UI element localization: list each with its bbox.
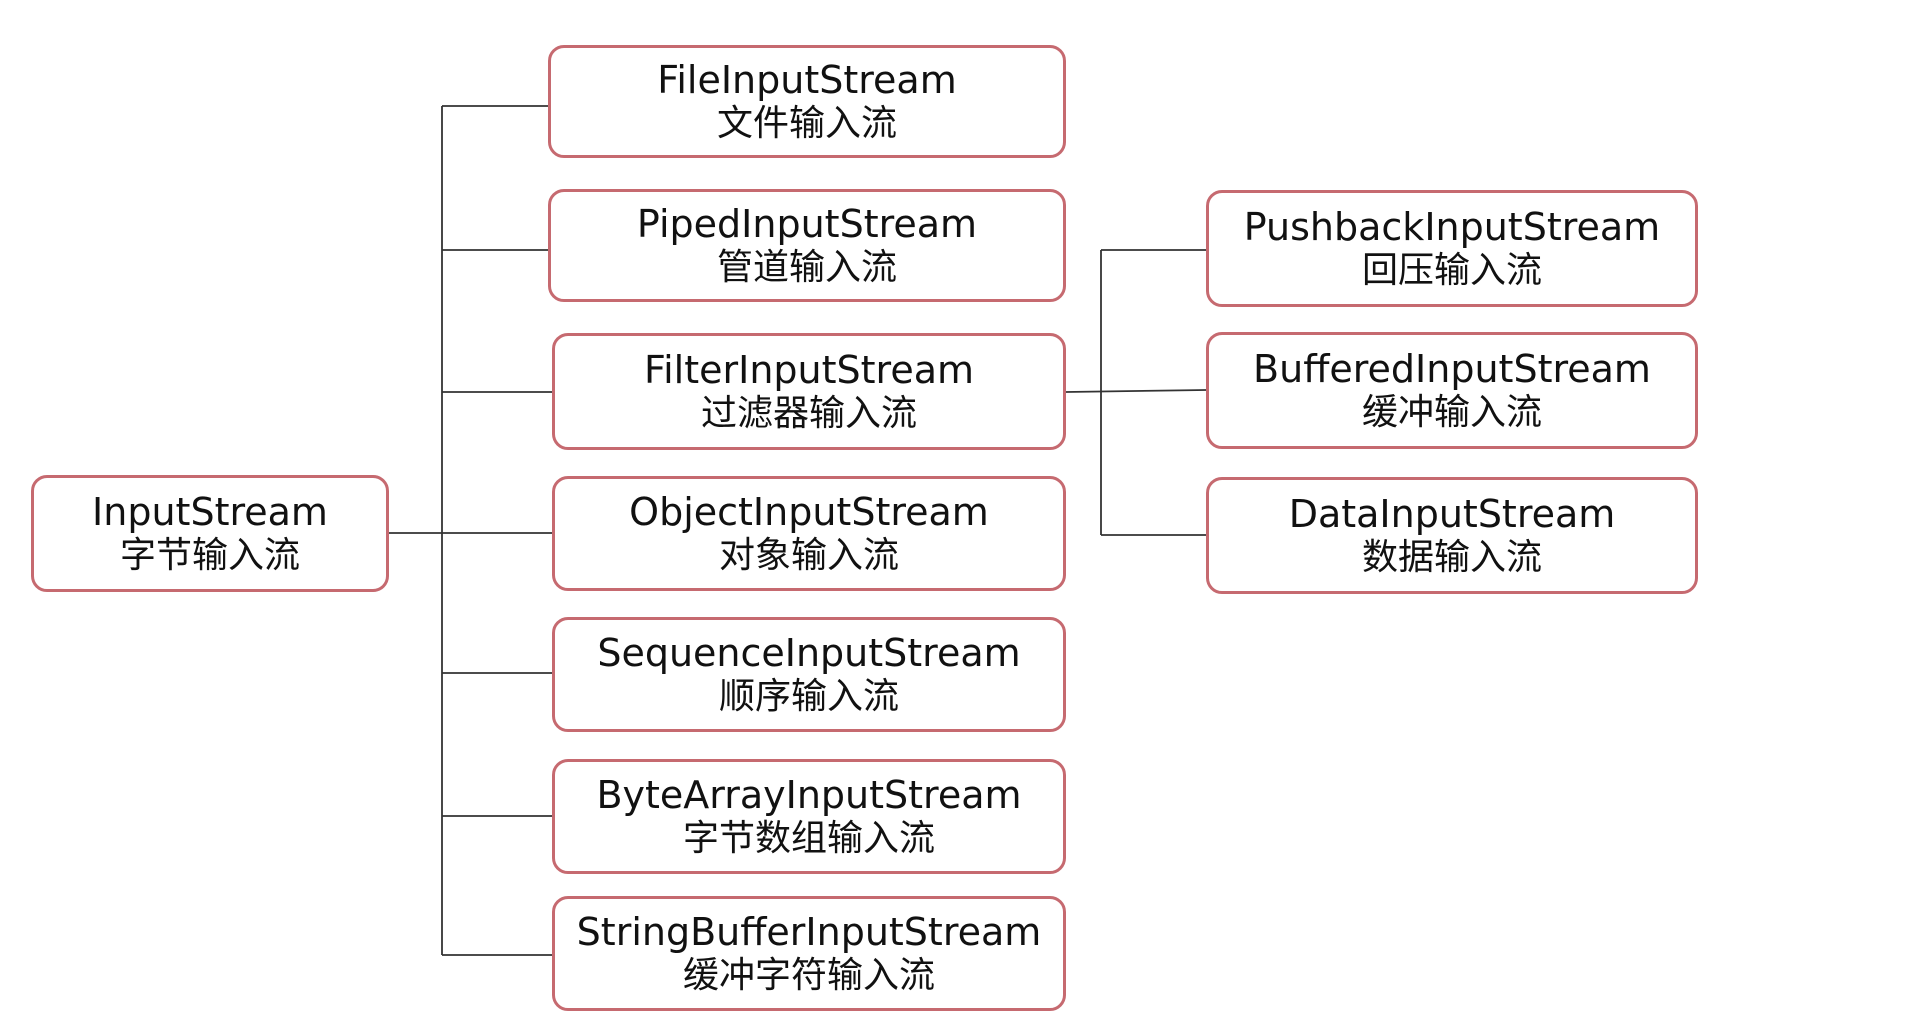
connector-filter-subtrunk bbox=[1065, 389, 1207, 393]
node-pushbackinputstream: PushbackInputStream 回压输入流 bbox=[1206, 190, 1698, 307]
node-bufferedinputstream-desc: 缓冲输入流 bbox=[1361, 391, 1542, 433]
node-bytearrayinputstream-desc: 字节数组输入流 bbox=[682, 817, 935, 859]
node-pushbackinputstream-name: PushbackInputStream bbox=[1243, 204, 1661, 249]
node-stringbufferinputstream-name: StringBufferInputStream bbox=[576, 909, 1042, 954]
node-datainputstream: DataInputStream 数据输入流 bbox=[1206, 477, 1698, 594]
node-datainputstream-name: DataInputStream bbox=[1288, 491, 1616, 536]
node-bufferedinputstream: BufferedInputStream 缓冲输入流 bbox=[1206, 332, 1698, 449]
node-inputstream-name: InputStream bbox=[92, 489, 328, 534]
node-stringbufferinputstream: StringBufferInputStream 缓冲字符输入流 bbox=[552, 896, 1066, 1011]
node-fileinputstream-name: FileInputStream bbox=[657, 57, 957, 102]
node-filterinputstream: FilterInputStream 过滤器输入流 bbox=[552, 333, 1066, 450]
node-sequenceinputstream-desc: 顺序输入流 bbox=[718, 675, 899, 717]
node-fileinputstream-desc: 文件输入流 bbox=[716, 102, 897, 144]
node-datainputstream-desc: 数据输入流 bbox=[1361, 536, 1542, 578]
node-objectinputstream: ObjectInputStream 对象输入流 bbox=[552, 476, 1066, 591]
node-filterinputstream-desc: 过滤器输入流 bbox=[700, 392, 917, 434]
node-inputstream: InputStream 字节输入流 bbox=[31, 475, 389, 592]
node-filterinputstream-name: FilterInputStream bbox=[644, 347, 974, 392]
node-inputstream-desc: 字节输入流 bbox=[119, 534, 300, 576]
node-objectinputstream-name: ObjectInputStream bbox=[629, 489, 989, 534]
node-bytearrayinputstream: ByteArrayInputStream 字节数组输入流 bbox=[552, 759, 1066, 874]
node-bufferedinputstream-name: BufferedInputStream bbox=[1253, 346, 1651, 391]
node-stringbufferinputstream-desc: 缓冲字符输入流 bbox=[682, 954, 935, 996]
node-sequenceinputstream: SequenceInputStream 顺序输入流 bbox=[552, 617, 1066, 732]
node-pipedinputstream-desc: 管道输入流 bbox=[716, 246, 897, 288]
node-bytearrayinputstream-name: ByteArrayInputStream bbox=[596, 772, 1022, 817]
node-objectinputstream-desc: 对象输入流 bbox=[718, 534, 899, 576]
node-pipedinputstream: PipedInputStream 管道输入流 bbox=[548, 189, 1066, 302]
node-pipedinputstream-name: PipedInputStream bbox=[636, 201, 978, 246]
node-sequenceinputstream-name: SequenceInputStream bbox=[597, 630, 1021, 675]
node-fileinputstream: FileInputStream 文件输入流 bbox=[548, 45, 1066, 158]
node-pushbackinputstream-desc: 回压输入流 bbox=[1361, 249, 1542, 291]
